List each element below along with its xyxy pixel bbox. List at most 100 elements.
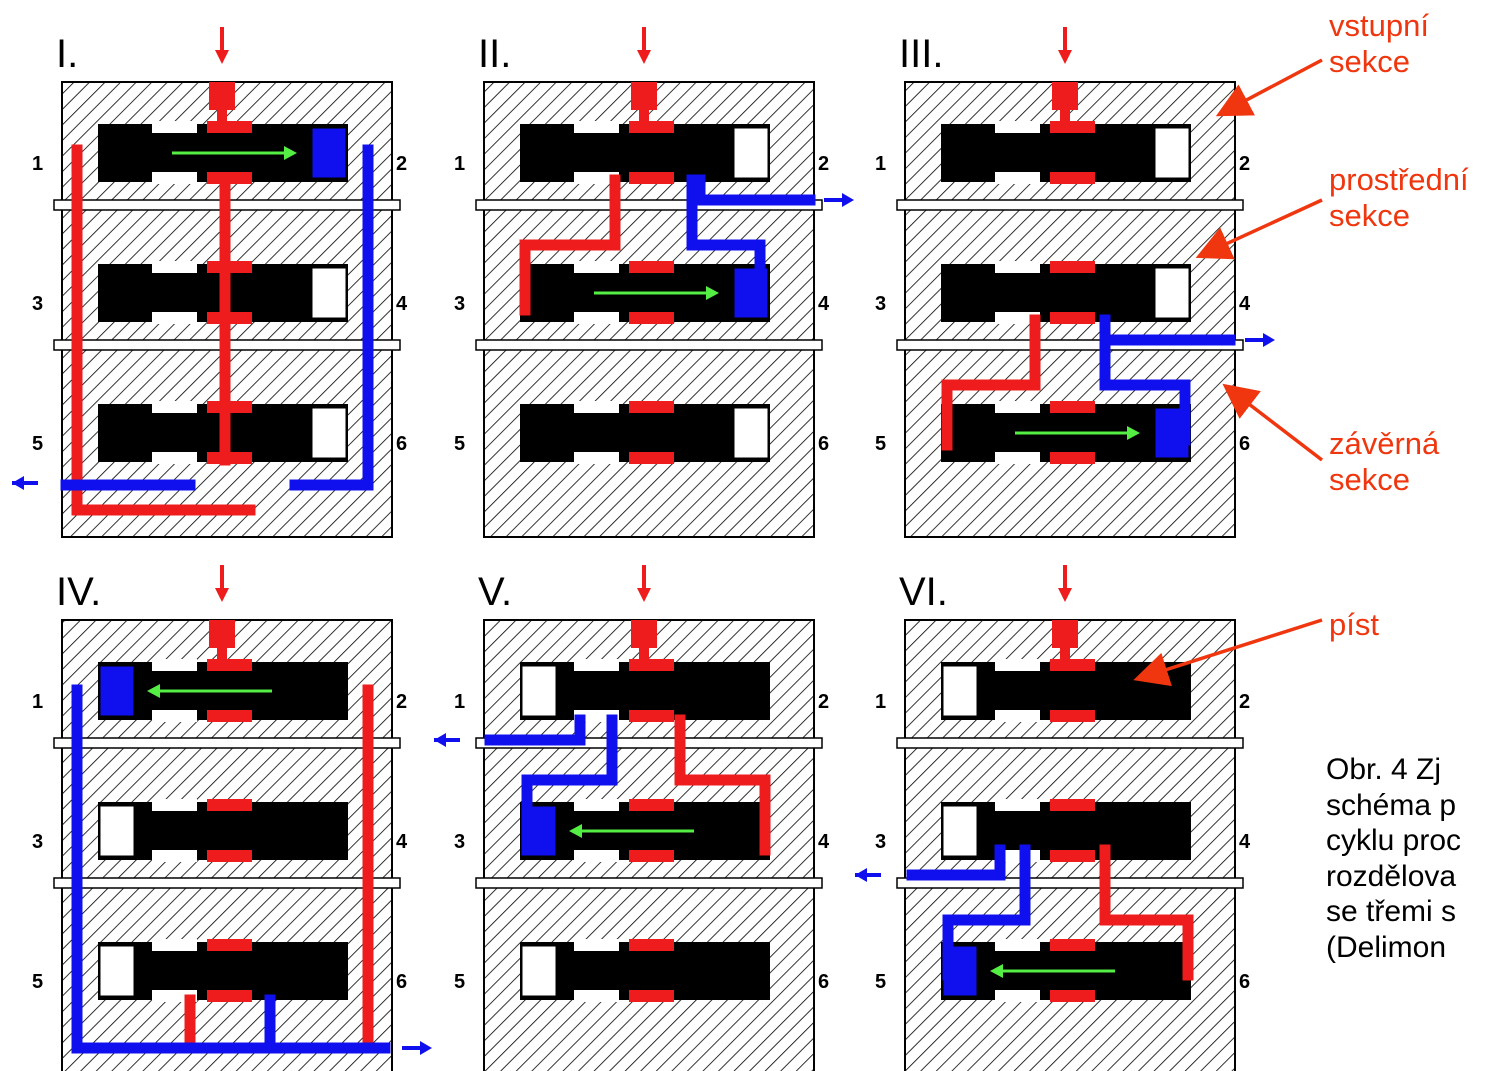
piston-end-chamber [99,945,135,997]
port-number: 1 [454,153,465,175]
channel [289,144,374,491]
port-number: 3 [32,293,43,315]
pressure-stem [1060,648,1070,662]
land [152,261,197,273]
piston-end-chamber [311,407,347,459]
channel [484,714,586,746]
channel [1099,314,1191,446]
land-pressure [629,659,674,671]
movement-arrow-head [147,684,160,698]
annotation-line: závěrná [1329,426,1440,461]
land [995,121,1040,133]
port-number: 6 [396,433,407,455]
spool-1 [98,659,348,722]
land-pressure [207,850,252,862]
land-pressure [1050,312,1095,324]
caption-line: schéma p [1326,788,1457,822]
section-divider [475,737,823,749]
annotation-pist: píst [1329,607,1379,643]
port-number: 5 [32,433,43,455]
land [995,939,1040,951]
channel [906,844,1006,881]
land [152,799,197,811]
channel [686,174,766,316]
spool-1 [520,659,770,722]
spool-1 [520,121,770,184]
channel [71,684,391,1054]
inlet-block [1052,82,1078,110]
inlet-block [631,620,657,648]
pressure-stem [1060,110,1070,124]
land-pressure [629,312,674,324]
pressure-stem [639,648,649,662]
land-pressure [629,710,674,722]
port-number: 4 [818,831,830,853]
land [995,261,1040,273]
section-divider [896,877,1244,889]
land [574,990,619,1002]
port-number: 1 [32,153,43,175]
panel-label: IV. [56,570,101,614]
inlet-block [631,82,657,110]
pressure-stem [217,110,227,124]
land-pressure [629,799,674,811]
port-number: 2 [1239,691,1250,713]
port-number: 4 [818,293,830,315]
spool-3 [941,401,1191,464]
port-number: 1 [32,691,43,713]
land [995,312,1040,324]
annotation-arrow-pist [1133,618,1323,687]
inlet-block [209,620,235,648]
annotation-line: sekce [1329,198,1410,233]
land-pressure [1050,659,1095,671]
land-pressure [629,990,674,1002]
inlet-block [1052,620,1078,648]
port-number: 6 [818,971,829,993]
spool-1 [941,659,1191,722]
land [995,710,1040,722]
land [152,312,197,324]
land [574,939,619,951]
annotation-line: vstupní [1329,8,1429,43]
panel-label: II. [478,32,511,76]
land [574,452,619,464]
flow-arrow-head [855,868,867,882]
channel [521,714,618,856]
inlet-arrow-head [637,50,651,64]
land-pressure [207,121,252,133]
spool-3 [520,401,770,464]
inlet-arrow-head [215,50,229,64]
land-pressure [207,990,252,1002]
land [995,401,1040,413]
inlet-arrow-head [1058,50,1072,64]
land-pressure [629,452,674,464]
land [574,799,619,811]
piston-end-chamber [521,665,557,717]
movement-arrow-head [706,286,719,300]
land [574,172,619,184]
land [995,990,1040,1002]
panel-label: III. [899,32,943,76]
port-number: 3 [875,293,886,315]
spool-2 [941,799,1191,862]
port-number: 6 [1239,971,1250,993]
piston-end-chamber [99,665,135,717]
land-pressure [1050,121,1095,133]
port-number: 3 [875,831,886,853]
land [995,452,1040,464]
land-pressure [629,172,674,184]
piston-end-chamber [99,805,135,857]
annotation-vstupni-sekce: vstupní sekce [1329,8,1429,80]
port-number: 2 [396,153,407,175]
caption-line: cyklu proc [1326,824,1462,857]
panel-label: VI. [899,570,948,614]
land [152,939,197,951]
inlet-block [209,82,235,110]
land [152,659,197,671]
port-number: 4 [1239,293,1251,315]
annotation-prostredni-sekce: prostřední sekce [1329,162,1469,234]
piston-end-chamber [733,407,769,459]
